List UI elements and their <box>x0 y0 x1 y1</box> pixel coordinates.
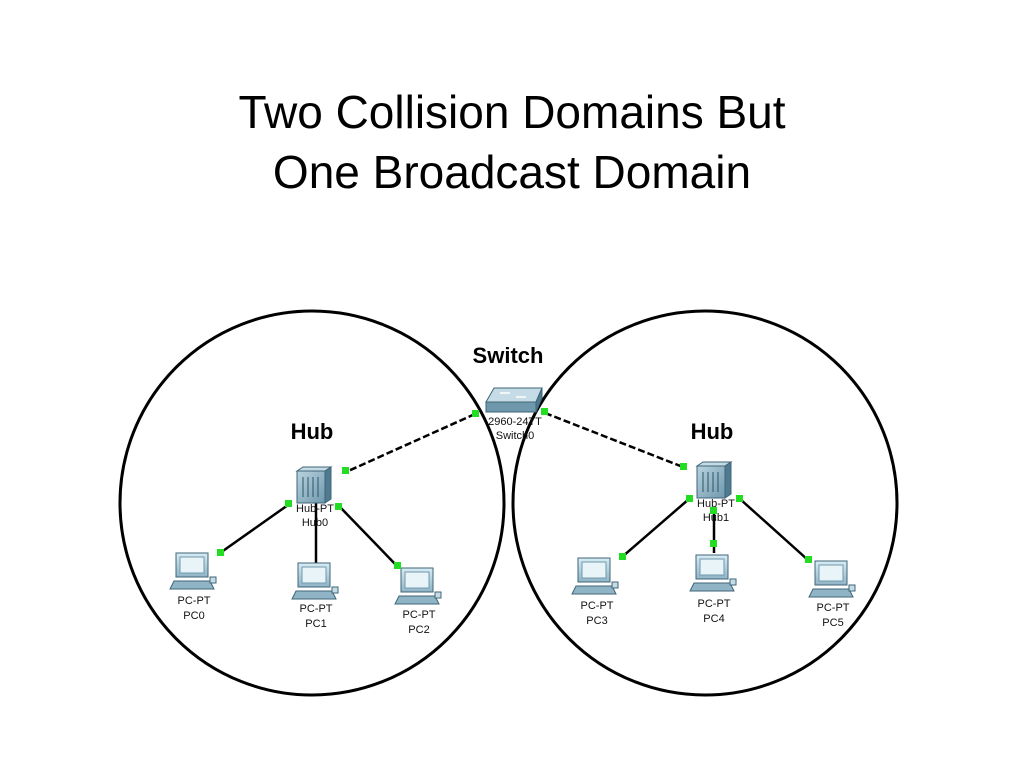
pc2-name-label: PC2 <box>408 624 429 636</box>
hub0-icon[interactable] <box>295 466 333 504</box>
switch-icon[interactable] <box>485 387 543 413</box>
title-line-1: Two Collision Domains But <box>238 86 786 138</box>
access-links <box>219 498 809 567</box>
hub0-model-label: Hub-PT <box>296 503 334 515</box>
switch-model-label: 2960-24TT <box>488 416 542 428</box>
link-light <box>342 467 349 474</box>
pc0-icon[interactable] <box>169 552 217 590</box>
pc3-name-label: PC3 <box>586 615 607 627</box>
link-switch-hub0 <box>345 412 476 474</box>
collision-domain-left <box>118 309 506 697</box>
trunk-links <box>345 411 684 474</box>
link-light <box>394 562 401 569</box>
switch-name-label: Switch0 <box>496 430 535 442</box>
link-light <box>335 503 342 510</box>
hub1-icon[interactable] <box>695 461 733 499</box>
pc5-icon[interactable] <box>808 560 856 598</box>
pc5-model-label: PC-PT <box>817 602 850 614</box>
collision-domain-right <box>511 309 899 697</box>
link-light <box>619 553 626 560</box>
link-light <box>217 549 224 556</box>
link-hub1-pc3 <box>621 498 690 558</box>
pc3-icon[interactable] <box>571 557 619 595</box>
link-light <box>710 540 717 547</box>
link-light <box>736 495 743 502</box>
pc0-name-label: PC0 <box>183 610 204 622</box>
link-switch-hub1 <box>544 411 684 469</box>
pc4-model-label: PC-PT <box>698 598 731 610</box>
pc0-model-label: PC-PT <box>178 595 211 607</box>
switch-label: Switch <box>473 343 544 368</box>
pc1-model-label: PC-PT <box>300 603 333 615</box>
link-light <box>472 410 479 417</box>
pc4-name-label: PC4 <box>703 613 724 625</box>
pc2-icon[interactable] <box>394 567 442 605</box>
link-light <box>710 507 717 514</box>
hub0-name-label: Hub0 <box>302 517 328 529</box>
link-light <box>680 463 687 470</box>
hub1-name-label: Hub1 <box>703 512 729 524</box>
link-light <box>541 408 548 415</box>
link-light <box>686 495 693 502</box>
pc3-model-label: PC-PT <box>581 600 614 612</box>
link-hub0-pc2 <box>338 505 398 567</box>
pc1-icon[interactable] <box>291 562 339 600</box>
pc1-name-label: PC1 <box>305 618 326 630</box>
pc4-icon[interactable] <box>689 554 737 592</box>
link-hub0-pc0 <box>219 503 289 555</box>
pc5-name-label: PC5 <box>822 617 843 629</box>
hub-right-label: Hub <box>691 419 734 444</box>
slide-title: Two Collision Domains But One Broadcast … <box>0 82 1024 202</box>
link-lights <box>217 408 812 569</box>
pc2-model-label: PC-PT <box>403 609 436 621</box>
link-hub1-pc5 <box>739 498 809 561</box>
link-light <box>805 556 812 563</box>
title-line-2: One Broadcast Domain <box>272 146 752 198</box>
hub1-model-label: Hub-PT <box>697 498 735 510</box>
link-light <box>285 500 292 507</box>
hub-left-label: Hub <box>291 419 334 444</box>
